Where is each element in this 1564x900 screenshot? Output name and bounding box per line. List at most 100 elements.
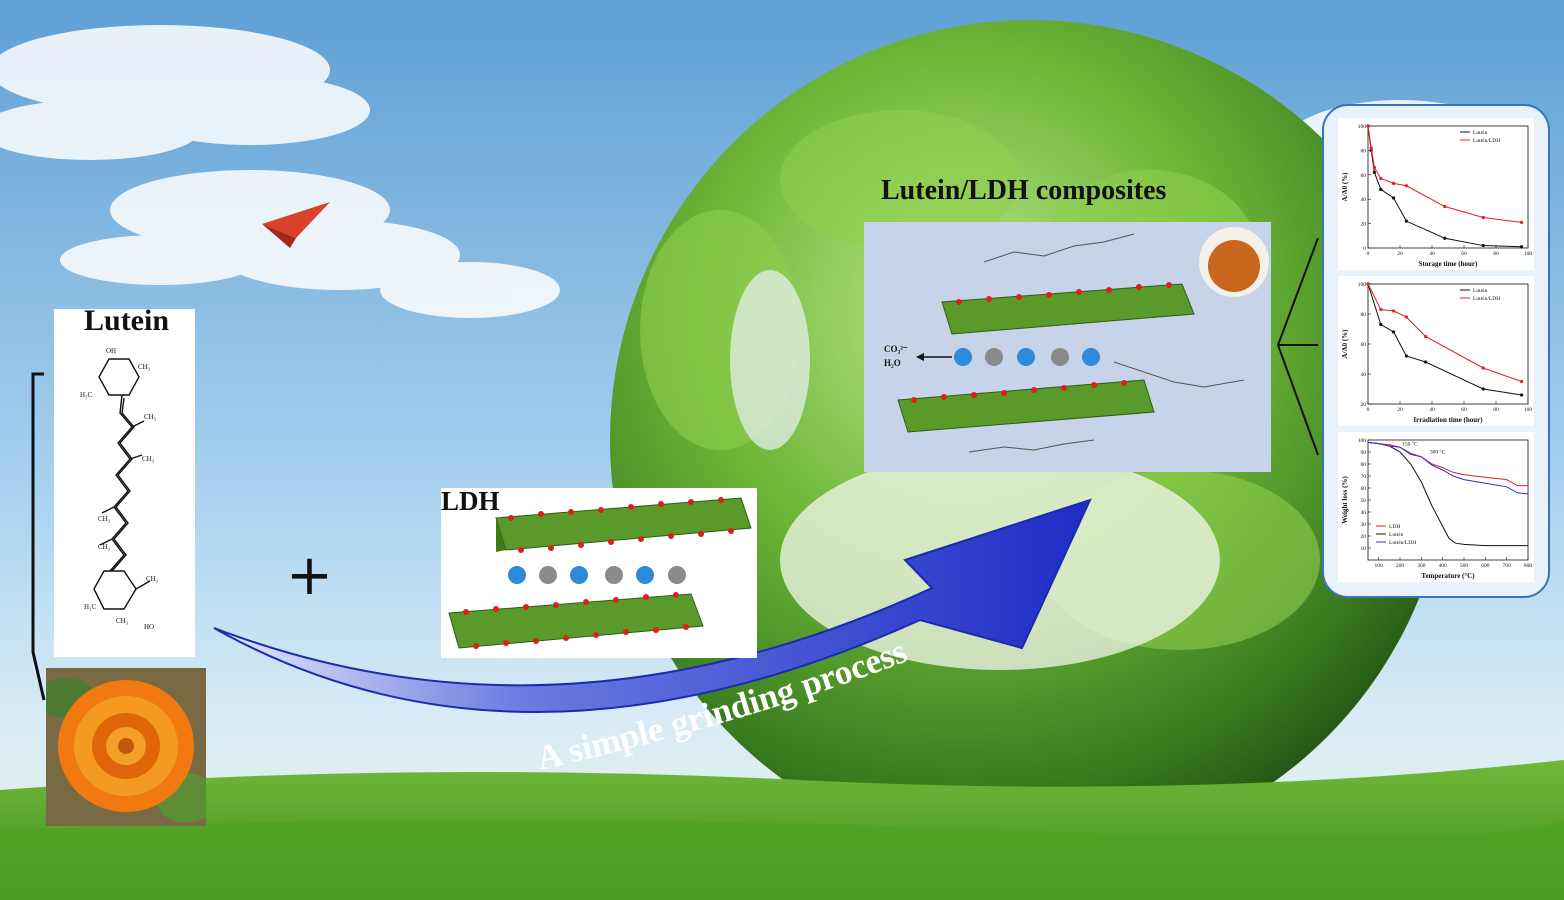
y-tick-label: 40	[1361, 510, 1367, 516]
svg-text:CH₃: CH₃	[142, 455, 155, 463]
data-point	[1520, 379, 1524, 384]
x-tick-label: 80	[1493, 251, 1499, 257]
data-point	[1520, 220, 1524, 224]
y-tick-label: 100	[1358, 438, 1367, 444]
lutein-molecule-structure: OH CH₃ H₃C CH₃ CH₃ CH₃ CH₃ CH₃ H₃C CH₃ H…	[80, 347, 159, 631]
legend-label: Lutein	[1389, 532, 1404, 538]
ldh-layer-structure	[448, 497, 752, 649]
data-point	[1481, 387, 1485, 391]
svg-text:HO: HO	[144, 623, 154, 631]
data-point	[1481, 215, 1485, 220]
x-tick-label: 100	[1524, 407, 1533, 413]
svg-text:CH₃: CH₃	[146, 575, 159, 583]
data-point	[1481, 366, 1485, 370]
legend-label: Lutein/LDH	[1473, 138, 1500, 144]
svg-text:CH₃: CH₃	[98, 515, 111, 523]
co3-label: CO₃²⁻	[884, 344, 908, 354]
x-axis-label: Irradiation time (hour)	[1413, 416, 1483, 424]
y-tick-label: 100	[1358, 124, 1367, 130]
data-point	[1404, 184, 1408, 188]
legend-label: Lutein	[1473, 288, 1488, 294]
data-point	[1372, 165, 1376, 170]
data-point	[1379, 187, 1383, 192]
annotation-150: 150 °C	[1402, 441, 1418, 448]
y-tick-label: 40	[1361, 372, 1367, 378]
x-tick-label: 100	[1524, 251, 1533, 257]
x-tick-label: 40	[1429, 407, 1435, 413]
plot-frame	[1367, 125, 1529, 249]
data-point	[1392, 181, 1396, 185]
y-tick-label: 80	[1361, 148, 1367, 154]
x-tick-label: 500	[1460, 563, 1469, 569]
y-axis-label: Weight loss (%)	[1341, 476, 1349, 524]
series-line	[1367, 441, 1528, 487]
y-tick-label: 50	[1361, 498, 1367, 504]
ldh-structure-panel	[441, 488, 757, 658]
data-point	[1424, 360, 1428, 364]
plus-sign: +	[286, 543, 333, 608]
data-point	[1443, 204, 1447, 209]
x-tick-label: 700	[1503, 563, 1512, 569]
series-line	[1367, 125, 1522, 248]
x-axis-label: Storage time (hour)	[1419, 260, 1478, 268]
legend-label: LDH	[1389, 524, 1400, 530]
data-point	[1379, 322, 1383, 327]
y-tick-label: 80	[1361, 312, 1367, 318]
svg-text:CH₃: CH₃	[138, 363, 151, 371]
data-point	[1424, 334, 1428, 339]
legend-label: Lutein/LDH	[1389, 540, 1416, 546]
y-axis-label: A/A0 (%)	[1341, 172, 1349, 202]
data-point	[1520, 245, 1524, 249]
annotation-300: 300 °C	[1430, 449, 1446, 456]
y-tick-label: 100	[1358, 282, 1367, 288]
data-point	[1392, 309, 1396, 313]
svg-text:OH: OH	[106, 347, 116, 355]
x-tick-label: 20	[1397, 407, 1403, 413]
y-tick-label: 60	[1361, 173, 1367, 179]
lutein-structure-panel: OH CH₃ H₃C CH₃ CH₃ CH₃ CH₃ CH₃ H₃C CH₃ H…	[54, 309, 195, 657]
x-tick-label: 0	[1367, 407, 1370, 413]
svg-text:H₃C: H₃C	[84, 603, 96, 611]
x-tick-label: 100	[1375, 563, 1384, 569]
composite-structure: CO₃²⁻ H₂O	[884, 227, 1269, 453]
x-tick-label: 300	[1417, 563, 1426, 569]
y-tick-label: 40	[1361, 197, 1367, 203]
data-point	[1481, 243, 1485, 248]
y-tick-label: 80	[1361, 462, 1367, 468]
data-point	[1404, 315, 1408, 319]
series-line	[1367, 441, 1529, 495]
x-tick-label: 0	[1367, 251, 1370, 257]
data-point	[1379, 307, 1383, 312]
y-tick-label: 90	[1361, 450, 1367, 456]
marigold-flower-image	[46, 668, 206, 826]
y-tick-label: 10	[1361, 546, 1367, 552]
data-point	[1392, 330, 1396, 334]
series-line	[1367, 441, 1528, 547]
data-point	[1366, 282, 1370, 286]
y-tick-label: 60	[1361, 486, 1367, 492]
composite-powder-image	[1208, 240, 1260, 292]
x-tick-label: 40	[1429, 251, 1435, 257]
y-tick-label: 20	[1361, 222, 1367, 228]
y-tick-label: 20	[1361, 402, 1367, 408]
process-arrow	[213, 498, 1092, 713]
y-axis-label: A/A0 (%)	[1341, 329, 1349, 359]
legend-label: Lutein	[1473, 130, 1488, 136]
svg-text:H₃C: H₃C	[80, 391, 92, 399]
data-point	[1404, 219, 1408, 223]
data-point	[1369, 146, 1373, 150]
y-tick-label: 70	[1361, 474, 1367, 480]
data-point	[1520, 393, 1524, 397]
composite-title: Lutein/LDH composites	[881, 175, 1167, 206]
x-tick-label: 20	[1397, 251, 1403, 257]
data-point	[1443, 236, 1447, 240]
svg-text:CH₃: CH₃	[116, 617, 129, 625]
ldh-title: LDH	[441, 486, 500, 516]
h2o-label: H₂O	[884, 358, 901, 368]
svg-text:CH₃: CH₃	[98, 543, 111, 551]
legend-label: Lutein/LDH	[1473, 296, 1500, 302]
x-axis-label: Temperature (°C)	[1421, 572, 1475, 580]
